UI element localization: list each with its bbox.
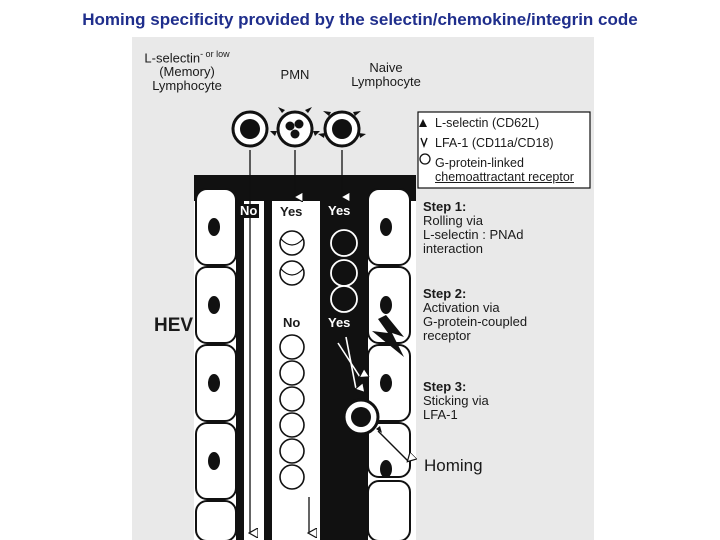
memory-label-line1: L-selectin <box>144 50 201 66</box>
step2-line1: Activation via <box>423 300 500 316</box>
left-endothelial-cells <box>195 188 237 540</box>
step1-description: Step 1: Rolling via L-selectin : PNAd in… <box>423 199 524 257</box>
step2-description: Step 2: Activation via G-protein-coupled… <box>423 286 528 344</box>
step3-description: Step 3: Sticking via LFA-1 <box>423 379 489 423</box>
lane-naive-step1-outcome: Yes <box>328 203 351 218</box>
pmn-cell <box>270 107 320 148</box>
figure-panel: L-selectin- or low (Memory) Lymphocyte P… <box>132 37 594 540</box>
step3-line1: Sticking via <box>423 393 489 409</box>
lfa1-legend-icon <box>420 137 428 148</box>
homing-label: Homing <box>424 456 483 475</box>
lane-naive-step2-outcome: Yes <box>328 315 351 330</box>
naive-label-line2: Lymphocyte <box>351 74 421 90</box>
memory-lymphocyte-label: L-selectin- or low (Memory) Lymphocyte <box>142 49 232 94</box>
legend-lfa1: LFA-1 (CD11a/CD18) <box>435 136 554 150</box>
naive-label-line1: Naive <box>369 60 403 75</box>
lane-memory-step1-outcome: No <box>238 203 260 219</box>
pmn-label: PMN <box>280 67 310 82</box>
legend-l-selectin: L-selectin (CD62L) <box>435 116 540 130</box>
legend-receptor: G-protein-linked chemoattractant recepto… <box>435 156 574 184</box>
step2-line2: G-protein-coupled <box>423 314 528 330</box>
chemokine-signal-icon <box>372 315 404 357</box>
naive-rolling-cells <box>330 229 358 313</box>
legend-receptor-line2: chemoattractant receptor <box>435 169 574 184</box>
right-endothelial-cells <box>367 188 411 540</box>
lane-pmn-step1-outcome: Yes <box>280 204 303 219</box>
lane-no-channel <box>244 201 264 540</box>
hev-label: HEV <box>154 315 194 336</box>
homing-arrow <box>377 430 408 461</box>
step3-title: Step 3: <box>423 379 467 394</box>
slide-title: Homing specificity provided by the selec… <box>82 10 638 29</box>
step1-line2: L-selectin : PNAd <box>423 227 524 243</box>
step1-line1: Rolling via <box>423 213 483 229</box>
sticking-lymphocyte <box>342 398 382 436</box>
l-selectin-legend-icon <box>419 119 427 127</box>
activation-arrow-2 <box>337 342 360 377</box>
memory-lymphocyte <box>231 110 269 148</box>
lane-pmn-step2-outcome: No <box>283 315 301 330</box>
memory-label-line3: Lymphocyte <box>152 78 222 94</box>
step2-title: Step 2: <box>423 286 467 301</box>
step3-line2: LFA-1 <box>423 407 458 423</box>
legend-box <box>417 111 591 189</box>
step1-line3: interaction <box>423 241 483 257</box>
naive-lymphocyte <box>318 110 366 148</box>
pmn-rolling-cells <box>279 230 305 490</box>
step1-title: Step 1: <box>423 199 467 214</box>
naive-lymphocyte-label: Naive Lymphocyte <box>345 60 427 90</box>
receptor-legend-icon <box>419 153 431 165</box>
memory-label-sup: - or low <box>200 49 230 59</box>
step2-line3: receptor <box>423 328 471 344</box>
legend-receptor-line1: G-protein-linked <box>435 156 524 170</box>
homing-diagram <box>194 107 591 540</box>
memory-label-line2: (Memory) <box>159 64 215 80</box>
